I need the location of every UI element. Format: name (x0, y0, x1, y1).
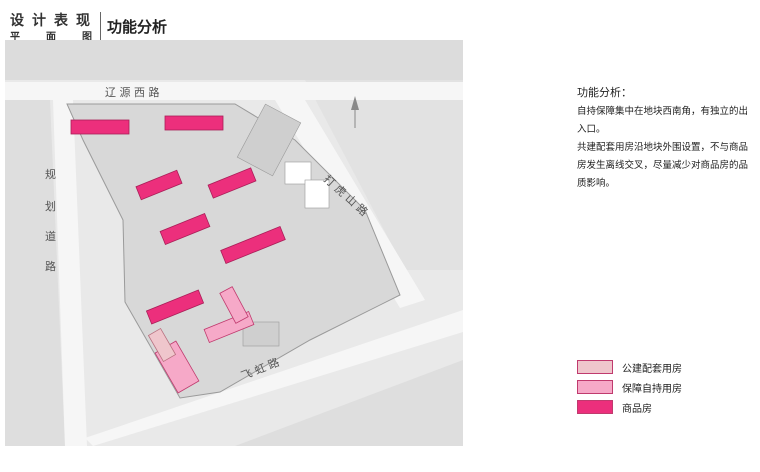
legend-swatch-commercial (577, 400, 613, 414)
north-block (5, 40, 463, 80)
commercial-building-6 (220, 226, 286, 264)
southeast-block (235, 360, 463, 446)
header-divider (100, 12, 101, 40)
west-road (53, 100, 87, 446)
road-label-west-1: 规 (45, 167, 56, 181)
road-label-north: 辽 源 西 路 (105, 85, 160, 99)
legend-swatch-public (577, 360, 613, 374)
public-facility-1 (147, 327, 177, 363)
legend-label-commercial: 商品房 (622, 404, 652, 415)
south-road (85, 310, 463, 446)
affordable-building-3 (219, 286, 249, 324)
description-title: 功能分析： (577, 86, 632, 99)
commercial-building-5 (159, 212, 211, 246)
north-road (5, 82, 463, 100)
west-block (5, 100, 65, 446)
page-title: 功能分析 (107, 18, 168, 36)
commercial-building-4 (207, 167, 257, 199)
site-plan[interactable]: 辽 源 西 路 打 虎 山 路 规 划 道 路 飞 虹 路 (5, 40, 463, 446)
service-building-2 (304, 179, 330, 209)
north-arrow-icon (351, 96, 359, 128)
commercial-housing-group (70, 115, 286, 325)
site-plan-drawing: 辽 源 西 路 打 虎 山 路 规 划 道 路 飞 虹 路 (5, 40, 463, 446)
legend-label-affordable: 保障自持用房 (622, 384, 682, 395)
service-building-1 (284, 161, 312, 185)
legend-label-public: 公建配套用房 (622, 364, 682, 375)
legend-swatch-affordable (577, 380, 613, 394)
commercial-building-3 (135, 169, 183, 201)
road-label-west-3: 道 (45, 229, 56, 243)
section-subcategory: 平面图 (10, 32, 118, 43)
function-description: 功能分析： 自持保障集中在地块西南角，有独立的出入口。 共建配套用房沿地块外围设… (577, 84, 755, 193)
northeast-block (305, 80, 463, 270)
commercial-building-7 (145, 289, 205, 325)
school-building (236, 103, 302, 177)
public-facility-group (147, 327, 177, 363)
commercial-building-2 (164, 115, 224, 131)
commercial-building-1 (70, 119, 130, 135)
description-paragraph-1: 自持保障集中在地块西南角，有独立的出入口。 (577, 106, 749, 135)
section-category: 设计表现 (10, 13, 98, 29)
road-label-west-2: 划 (45, 200, 56, 213)
description-paragraph-2: 共建配套用房沿地块外围设置，不与商品房发生离线交叉，尽量减少对商品房的品质影响。 (577, 142, 749, 189)
road-label-west-4: 路 (45, 260, 56, 273)
